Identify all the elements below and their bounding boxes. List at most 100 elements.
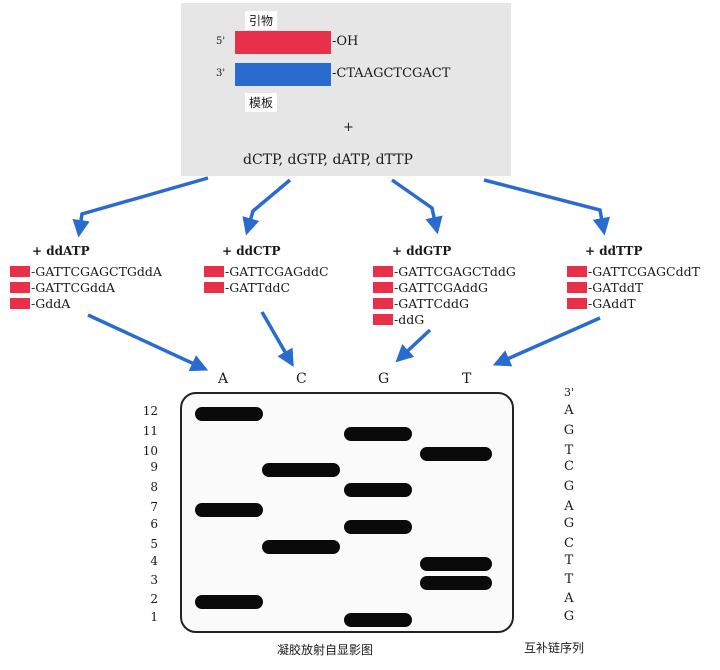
fragment-sequence: -GddA [31,296,71,311]
lane-label-a: A [218,371,229,387]
fragment-row: -GATddT [567,280,644,295]
primer-block [10,266,30,277]
row-number: 4 [150,554,158,568]
fragment-sequence: -GATTddC [225,280,291,295]
sequence-base: C [564,459,574,474]
sequence-base: A [564,499,574,514]
arrow-to-lane-c [260,311,294,368]
template-sequence: -CTAAGCTCGACT [332,66,451,81]
primer-block [204,282,224,293]
primer-block [373,298,393,309]
gel-band-g-11 [344,427,412,441]
sequence-base: G [563,516,575,531]
lane-label-c: C [296,371,307,387]
row-number: 10 [142,444,158,458]
arrow-to-lane-a [87,313,209,372]
row-number: 12 [142,404,158,418]
fragment-sequence: -GATTCddG [394,296,470,311]
sequence-caption: 互补链序列 [524,641,585,655]
arrow-to-ddctp [242,178,292,236]
fragment-sequence: -GATTCGAGddC [225,264,329,279]
primer-block [204,266,224,277]
fragment-sequence: -ddG [394,312,425,327]
gel-band-a-2 [195,595,263,609]
arrow-to-ddatp [72,176,209,238]
sequence-base: G [563,423,575,438]
arrow-to-lane-g [395,328,432,363]
gel-band-t-4 [420,557,492,571]
primer-block [373,314,393,325]
arrow-to-lane-t [492,316,601,367]
gel-band-a-12 [195,407,263,421]
primer-block [373,282,393,293]
oh-label: -OH [332,34,359,49]
primer-block [567,266,587,277]
arrow-to-ddgtp [390,178,443,235]
group-title-1: + ddCTP [222,244,281,258]
gel-band-g-8 [344,483,412,497]
primer-block [10,298,30,309]
gel-band-c-9 [262,463,340,477]
sequence-base: A [564,591,574,606]
sequence-base: A [564,403,574,418]
fragment-sequence: -GATTCGAGCTGddA [31,264,162,279]
fragment-row: -GATTCGddA [10,280,116,295]
primer-label: 引物 [245,11,278,30]
gel-band-c-5 [262,540,340,554]
row-number: 1 [150,610,158,624]
group-title-2: + ddGTP [392,244,452,258]
fragment-row: -GATTCGAddG [373,280,489,295]
gel-autoradiograph [180,392,514,633]
fragment-sequence: -GATTCGAGCddT [588,264,700,279]
primer-strand-bar [235,31,331,54]
fragment-row: -ddG [373,312,425,327]
gel-band-a-7 [195,503,263,517]
row-number: 9 [150,460,158,474]
fragment-sequence: -GAddT [588,296,636,311]
gel-band-g-1 [344,613,412,627]
lane-label-g: G [378,371,390,387]
plus-sign: + [343,120,354,135]
gel-band-t-10 [420,447,492,461]
group-title-0: + ddATP [32,244,90,258]
five-prime-label: 5' [216,36,226,47]
gel-band-t-3 [420,576,492,590]
fragment-row: -GddA [10,296,71,311]
sequence-base: T [564,553,574,568]
sequence-base: G [563,479,575,494]
row-number: 3 [150,573,158,587]
dntp-list: dCTP, dGTP, dATP, dTTP [243,152,413,168]
fragment-row: -GATTCGAGddC [204,264,329,279]
fragment-row: -GATTCddG [373,296,470,311]
sequence-base: G [563,609,575,624]
primer-block [10,282,30,293]
three-prime-label: 3' [216,68,226,79]
primer-block [373,266,393,277]
sequence-header: 3' [563,386,575,399]
row-number: 11 [142,424,158,438]
row-number: 6 [150,517,158,531]
lane-label-t: T [462,371,472,387]
gel-caption: 凝胶放射自显影图 [277,643,374,657]
fragment-row: -GATTCGAGCTGddA [10,264,162,279]
sequence-base: T [564,443,574,458]
fragment-sequence: -GATddT [588,280,644,295]
fragment-row: -GAddT [567,296,636,311]
fragment-sequence: -GATTCGAGCTddG [394,264,516,279]
row-number: 2 [150,592,158,606]
group-title-3: + ddTTP [585,244,643,258]
primer-block [567,282,587,293]
fragment-row: -GATTCGAGCddT [567,264,700,279]
fragment-row: -GATTCGAGCTddG [373,264,516,279]
row-number: 7 [150,500,158,514]
fragment-sequence: -GATTCGAddG [394,280,489,295]
template-strand-bar [235,63,331,86]
template-label: 模板 [245,93,278,112]
sequence-base: T [564,572,574,587]
fragment-row: -GATTddC [204,280,291,295]
arrow-to-ddttp [483,178,611,236]
gel-band-g-6 [344,520,412,534]
fragment-sequence: -GATTCGddA [31,280,116,295]
primer-block [567,298,587,309]
